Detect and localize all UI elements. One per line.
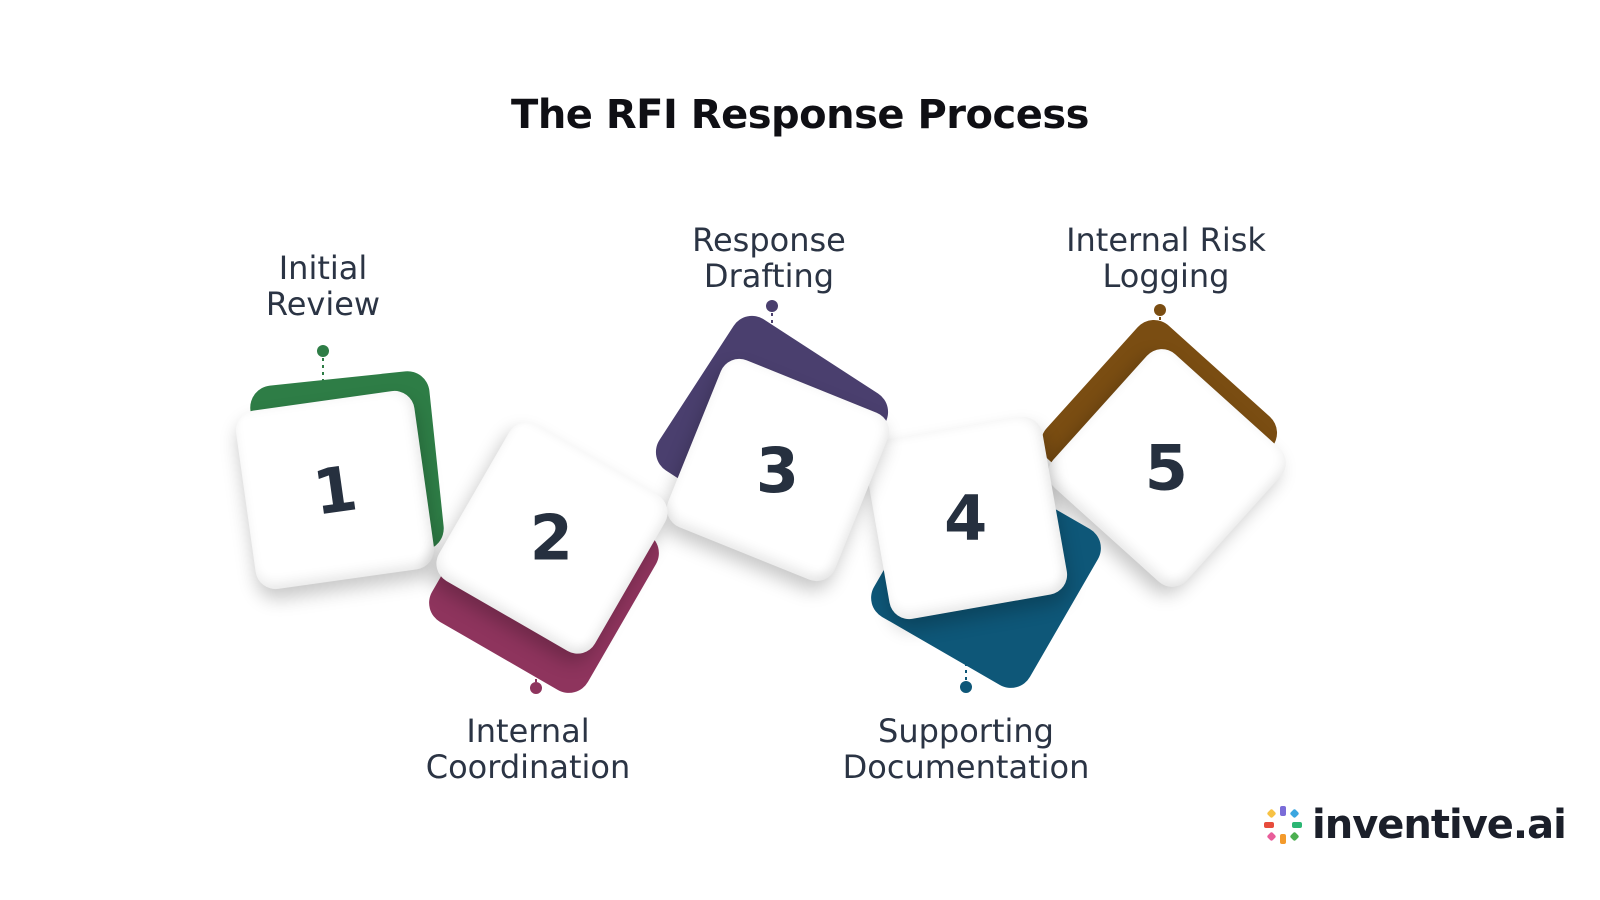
connector-dot-3 [766, 300, 778, 312]
connector-dot-1 [317, 345, 329, 357]
step-card-1: 1 [233, 369, 446, 592]
connector-dot-5 [1154, 304, 1166, 316]
step-number-1: 1 [308, 450, 362, 530]
connector-dot-4 [960, 681, 972, 693]
brand-logo: inventive.ai [1262, 800, 1567, 850]
step-number-3: 3 [756, 433, 800, 507]
connector-dot-2 [530, 682, 542, 694]
step-number-4: 4 [944, 481, 988, 555]
step-card-4: 4 [861, 413, 1109, 696]
page-title: The RFI Response Process [511, 92, 1089, 138]
step-number-2: 2 [530, 501, 574, 575]
step-card-4-face: 4 [861, 413, 1071, 623]
step-number-5: 5 [1145, 431, 1189, 505]
step-card-3: 3 [647, 307, 897, 588]
step-card-1-face: 1 [233, 388, 437, 592]
step-card-2: 2 [421, 415, 675, 701]
pinwheel-logo-icon [1264, 806, 1302, 844]
step-card-5: 5 [1031, 310, 1295, 596]
brand-name: inventive.ai [1312, 802, 1567, 848]
